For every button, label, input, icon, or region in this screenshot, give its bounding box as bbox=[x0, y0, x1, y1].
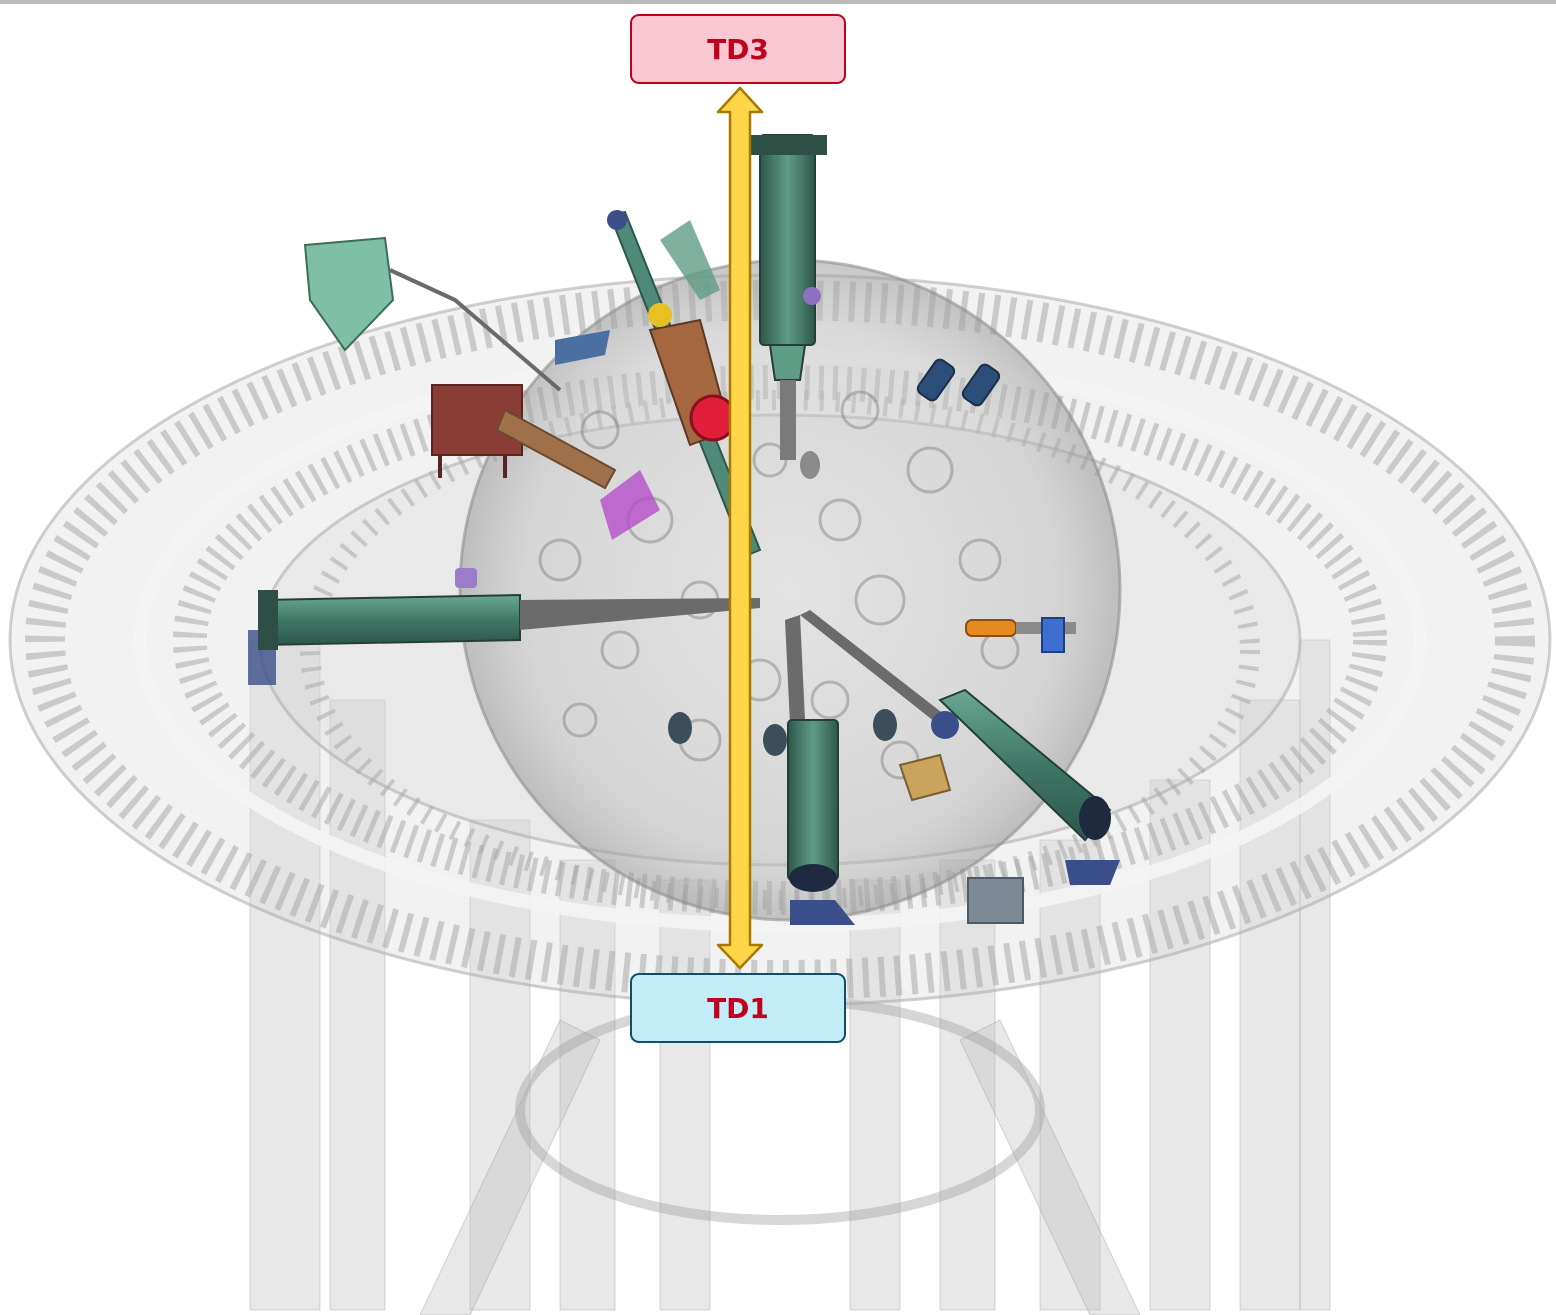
left-diagnostic bbox=[248, 568, 760, 685]
td3-text: TD3 bbox=[707, 32, 769, 66]
upper-right-instrument bbox=[916, 358, 1001, 407]
td1-text: TD1 bbox=[707, 991, 769, 1025]
misc-components bbox=[555, 330, 1024, 924]
lower-center-diagnostic bbox=[785, 615, 855, 925]
td1-label: TD1 bbox=[630, 973, 846, 1043]
double-headed-vertical-arrow-icon bbox=[716, 86, 764, 970]
right-short-diagnostic bbox=[965, 617, 1076, 653]
lower-right-diagnostic bbox=[800, 610, 1120, 885]
vertical-diagnostic bbox=[748, 134, 827, 479]
equipment-box bbox=[303, 236, 617, 490]
support-pillars bbox=[249, 639, 1331, 1315]
window-edge bbox=[0, 0, 1556, 4]
diagonal-diagnostic bbox=[607, 210, 762, 558]
td3-label: TD3 bbox=[630, 14, 846, 84]
